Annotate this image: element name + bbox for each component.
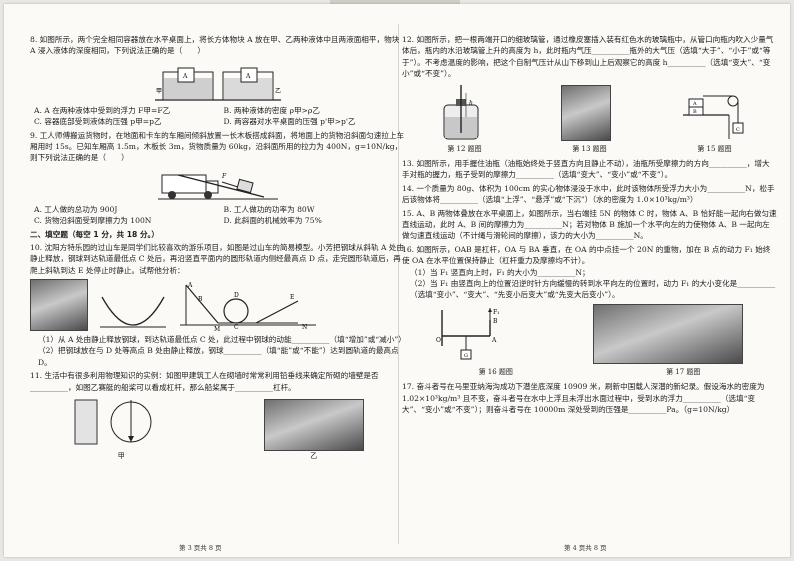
question-16-part-2: （2）当 F₁ 由竖直向上的位置沿逆时针方向缓慢的转到水平向左的位置时，动力 F… [410, 278, 776, 300]
figure-jia: 甲 [71, 396, 171, 462]
question-8: 8. 如图所示，两个完全相同容器放在水平桌面上，将长方体物块 A 放在甲、乙两种… [30, 34, 405, 128]
question-9-options: A. 工人做的总功为 900J B. 工人做功的功率为 80W C. 货物沿斜面… [34, 204, 405, 227]
figure-yi: 乙 [263, 399, 364, 462]
q9-option-d: D. 此斜面的机械效率为 75% [223, 216, 322, 226]
hand-holding-bottle-photo [561, 84, 612, 141]
block-a-label-1: A [182, 73, 188, 80]
question-9: 9. 工人师傅搬运货物时，在地面和卡车的车厢间倾斜放置一长木板搭成斜面，将地面上… [30, 130, 405, 227]
page-divider [398, 24, 399, 544]
question-10: 10. 沈阳方特乐园的过山车是同学们比较喜欢的游乐项目，如图是过山车的简易模型。… [30, 242, 406, 368]
point-n-label: N [302, 324, 307, 331]
roller-coaster-photo [30, 279, 88, 332]
left-page: 8. 如图所示，两个完全相同容器放在水平桌面上，将长方体物块 A 放在甲、乙两种… [30, 34, 406, 465]
question-8-figure: A A 甲 乙 [30, 60, 405, 102]
force-f-label: F [221, 173, 227, 180]
lever-oab-diagram: F₁ O A B G [436, 307, 500, 360]
question-13: 13. 如图所示，用手握住油瓶（油瓶始终处于竖直方向且静止不动），油瓶所受摩擦力… [402, 159, 770, 180]
scan-top-edge [330, 0, 460, 6]
block-a-label-2: A [245, 73, 251, 80]
question-16-stem: 16. 如图所示，OAB 是杠杆，OA 与 BA 垂直，在 OA 的中点挂一个 … [402, 244, 771, 266]
q8-option-b: B. 两种液体的密度 ρ甲>ρ乙 [223, 105, 320, 115]
question-10-part-1: （1）从 A 处由静止释放钢球，到达轨道最低点 C 处，此过程中钢球的动能___… [38, 335, 406, 345]
question-11-stem: 11. 生活中有很多利用物理知识的实例：如图甲建筑工人在砌墙时常常利用铅垂线来确… [30, 371, 379, 392]
question-16: 16. 如图所示，OAB 是杠杆，OA 与 BA 垂直，在 OA 的中点挂一个 … [402, 244, 777, 301]
figure-jia-caption: 甲 [117, 452, 125, 461]
deep-sea-submersible-photo [593, 303, 744, 364]
truck-ramp-diagram: F [157, 173, 278, 200]
figure-captions-row-1: 第 12 题图 第 13 题图 第 15 题图 [402, 144, 777, 155]
pulley-blocks-diagram: A B C [683, 95, 744, 139]
lever-point-a-label: A [491, 337, 497, 344]
question-10-figures: A B C D E M N [30, 279, 405, 332]
question-8-options: A. A 在两种液体中受到的浮力 F甲=F乙 B. 两种液体的密度 ρ甲>ρ乙 … [34, 105, 405, 128]
container-yi-label: 乙 [275, 88, 281, 95]
caption-q12: 第 12 题图 [447, 144, 482, 153]
exam-sheet: 8. 如图所示，两个完全相同容器放在水平桌面上，将长方体物块 A 放在甲、乙两种… [4, 4, 790, 557]
question-11-figures: 甲 乙 [30, 396, 405, 462]
caption-q13: 第 13 题图 [572, 144, 607, 153]
questions-12-13-15-figures: h A B C [402, 83, 777, 141]
height-h-label: h [469, 100, 473, 107]
block-a-label: A [692, 101, 697, 107]
figure-captions-row-2: 第 16 题图 第 17 题图 [402, 367, 777, 378]
page-3-footer: 第 3 页共 8 页 [179, 544, 222, 552]
question-10-stem: 10. 沈阳方特乐园的过山车是同学们比较喜欢的游乐项目，如图是过山车的简易模型。… [30, 242, 405, 275]
point-m-label: M [214, 326, 220, 331]
caption-q16: 第 16 题图 [478, 367, 513, 376]
q8-option-a: A. A 在两种液体中受到的浮力 F甲=F乙 [34, 105, 171, 115]
barometer-bottle-diagram: h [443, 84, 479, 140]
q9-option-c: C. 货物沿斜面受到摩擦力为 100N [34, 216, 152, 226]
q8-option-c: C. 容器底部受到液体的压强 p甲=p乙 [34, 117, 162, 127]
question-11: 11. 生活中有很多利用物理知识的实例：如图甲建筑工人在砌墙时常常利用铅垂线来确… [30, 370, 405, 462]
point-o-label: O [436, 337, 441, 344]
question-10-part-2: （2）把钢球放在与 D 处等高点 B 处由静止释放，钢球__________（填… [38, 346, 399, 367]
q8-option-d: D. 两容器对水平桌面的压强 p'甲>p'乙 [223, 117, 356, 127]
force-f1-label: F₁ [493, 309, 500, 316]
figure-yi-caption: 乙 [310, 452, 318, 461]
rowing-boat-photo [263, 399, 364, 452]
question-9-figure: F [30, 167, 405, 201]
caption-q17: 第 17 题图 [666, 367, 701, 376]
point-d-label: D [234, 292, 239, 299]
block-b-label: B [693, 109, 697, 115]
block-c-label: C [736, 127, 740, 133]
q9-option-b: B. 工人做功的功率为 80W [223, 204, 315, 214]
point-e-label: E [290, 294, 294, 301]
section-heading-fill-in: 二、填空题（每空 1 分，共 18 分。） [30, 229, 159, 239]
point-b-label: B [198, 296, 203, 303]
right-page: 12. 如图所示，把一根两端开口的细玻璃管，通过橡皮塞插入装有红色水的玻璃瓶中，… [402, 34, 777, 417]
questions-16-17-figures: F₁ O A B G [402, 303, 777, 364]
point-c-label: C [234, 324, 239, 331]
question-12: 12. 如图所示，把一根两端开口的细玻璃管，通过橡皮塞插入装有红色水的玻璃瓶中，… [402, 34, 777, 80]
weight-g-label: G [464, 353, 468, 359]
question-15: 15. A、B 两物体叠放在水平桌面上，如图所示，当右端挂 5N 的物体 C 时… [402, 208, 777, 241]
question-12-stem: 12. 如图所示，把一根两端开口的细玻璃管，通过橡皮塞插入装有红色水的玻璃瓶中，… [402, 35, 774, 79]
caption-q15: 第 15 题图 [697, 144, 732, 153]
point-a-label: A [187, 282, 193, 289]
half-pipe-diagram [100, 296, 166, 328]
loop-track-diagram: A B C D E M N [180, 282, 316, 331]
q9-option-a: A. 工人做的总功为 900J [34, 204, 118, 214]
question-14: 14. 一个质量为 80g、体积为 100cm 的实心物体浸没于水中，此时该物体… [402, 183, 775, 205]
two-containers-diagram: A A 甲 乙 [154, 67, 281, 101]
lever-point-b-label: B [493, 318, 498, 325]
container-jia-label: 甲 [156, 88, 162, 95]
plumb-line-diagram [74, 399, 152, 445]
question-8-stem: 8. 如图所示，两个完全相同容器放在水平桌面上，将长方体物块 A 放在甲、乙两种… [30, 35, 400, 56]
question-16-part-1: （1）当 F₁ 竖直向上时，F₁ 的大小为__________N； [410, 267, 590, 277]
question-17: 17. 奋斗者号在马里亚纳海沟成功下潜坐底深度 10909 米，刷新中国载人深潜… [402, 382, 765, 415]
question-9-stem: 9. 工人师傅搬运货物时，在地面和卡车的车厢间倾斜放置一长木板搭成斜面，将地面上… [30, 130, 405, 163]
page-4-footer: 第 4 页共 8 页 [564, 544, 607, 552]
